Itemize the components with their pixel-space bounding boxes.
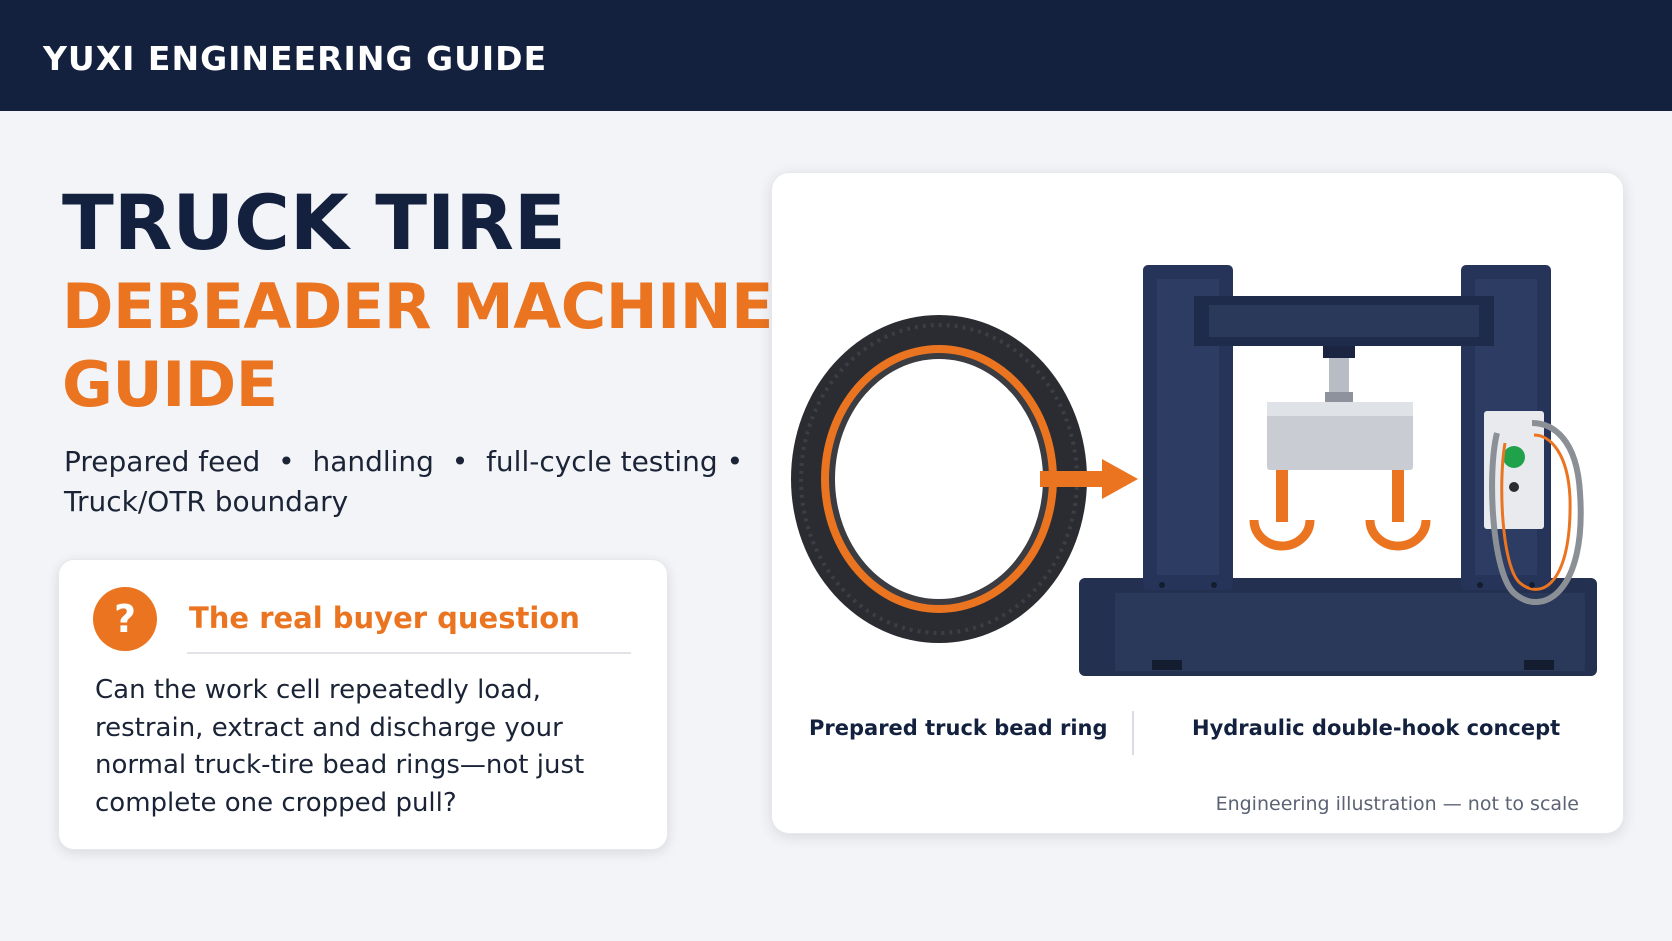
question-mark-icon: ? (93, 587, 157, 651)
tire-illustration (791, 315, 1087, 643)
heading-divider (187, 652, 631, 654)
top-banner: YUXI ENGINEERING GUIDE (0, 0, 1672, 111)
buyer-question-card: ? The real buyer question Can the work c… (58, 559, 668, 850)
question-body: Can the work cell repeatedly load, restr… (95, 675, 585, 818)
subtitle-line-2: Truck/OTR boundary (64, 485, 349, 518)
subtitle: Prepared feed • handling • full-cycle te… (64, 442, 743, 522)
title-line-3: GUIDE (62, 348, 278, 421)
machine-illustration (791, 265, 1597, 676)
caption-divider (1132, 711, 1134, 755)
illustration-footnote: Engineering illustration — not to scale (1215, 793, 1579, 815)
feed-arrow-icon (1040, 459, 1138, 499)
caption-double-hook: Hydraulic double-hook concept (1192, 716, 1561, 740)
title-line-1: TRUCK TIRE (62, 178, 566, 267)
page-title: TRUCK TIRE DEBEADER MACHINE GUIDE (62, 178, 773, 424)
question-heading: The real buyer question (189, 601, 580, 635)
title-line-2: DEBEADER MACHINE (62, 270, 773, 343)
caption-bead-ring: Prepared truck bead ring (809, 716, 1108, 740)
subtitle-line-1: Prepared feed • handling • full-cycle te… (64, 445, 744, 478)
debeader-machine (1079, 265, 1597, 676)
illustration-card: Prepared truck bead ring Hydraulic doubl… (771, 172, 1624, 834)
brand-title: YUXI ENGINEERING GUIDE (43, 39, 548, 78)
